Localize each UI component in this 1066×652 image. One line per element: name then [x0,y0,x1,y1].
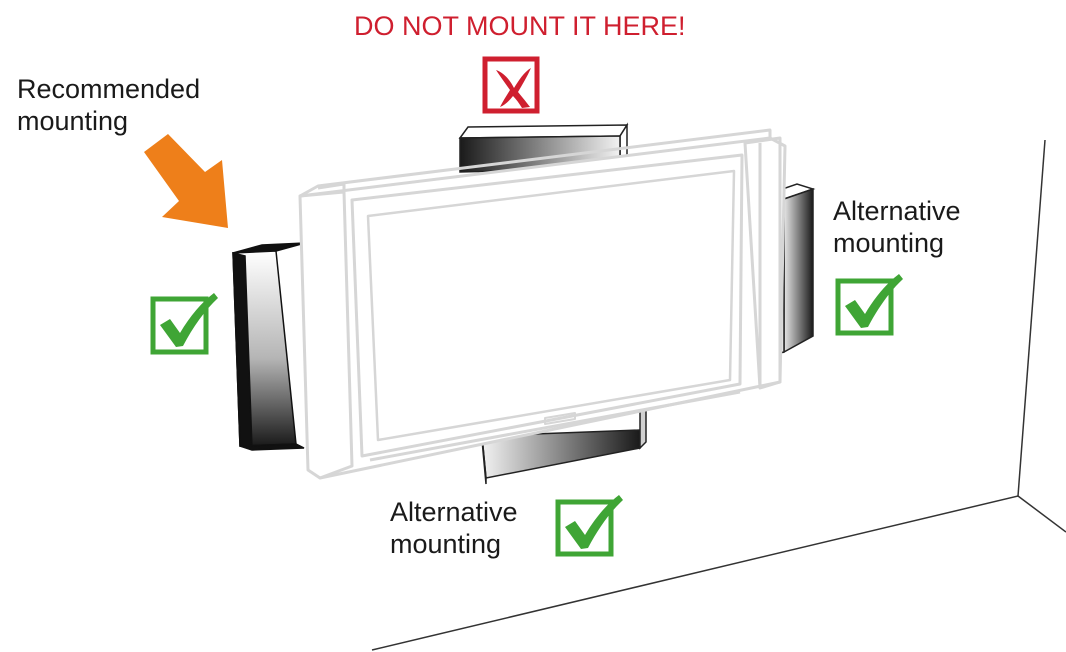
alternative-mounting-right-label: Alternative mounting [833,195,961,259]
recommended-arrow-icon [144,134,228,228]
recommended-label-line1: Recommended [17,74,201,104]
check-right-icon [835,274,903,336]
do-not-mount-warning: DO NOT MOUNT IT HERE! [354,11,686,41]
alt-bottom-label-line1: Alternative [390,497,518,527]
recommended-mounting-label: Recommended mounting [17,73,200,137]
recommended-label-line2: mounting [17,106,129,136]
cross-in-box-icon [482,56,540,114]
check-bottom-icon [555,495,623,557]
alt-bottom-label-line2: mounting [390,529,502,559]
alt-right-label-line1: Alternative [833,196,961,226]
alternative-mounting-bottom-label: Alternative mounting [390,496,518,560]
alt-right-label-line2: mounting [833,228,945,258]
check-left-icon [150,293,218,355]
wall-corner-lines [371,139,1066,651]
television [298,128,787,480]
mount-box-left [232,242,306,451]
